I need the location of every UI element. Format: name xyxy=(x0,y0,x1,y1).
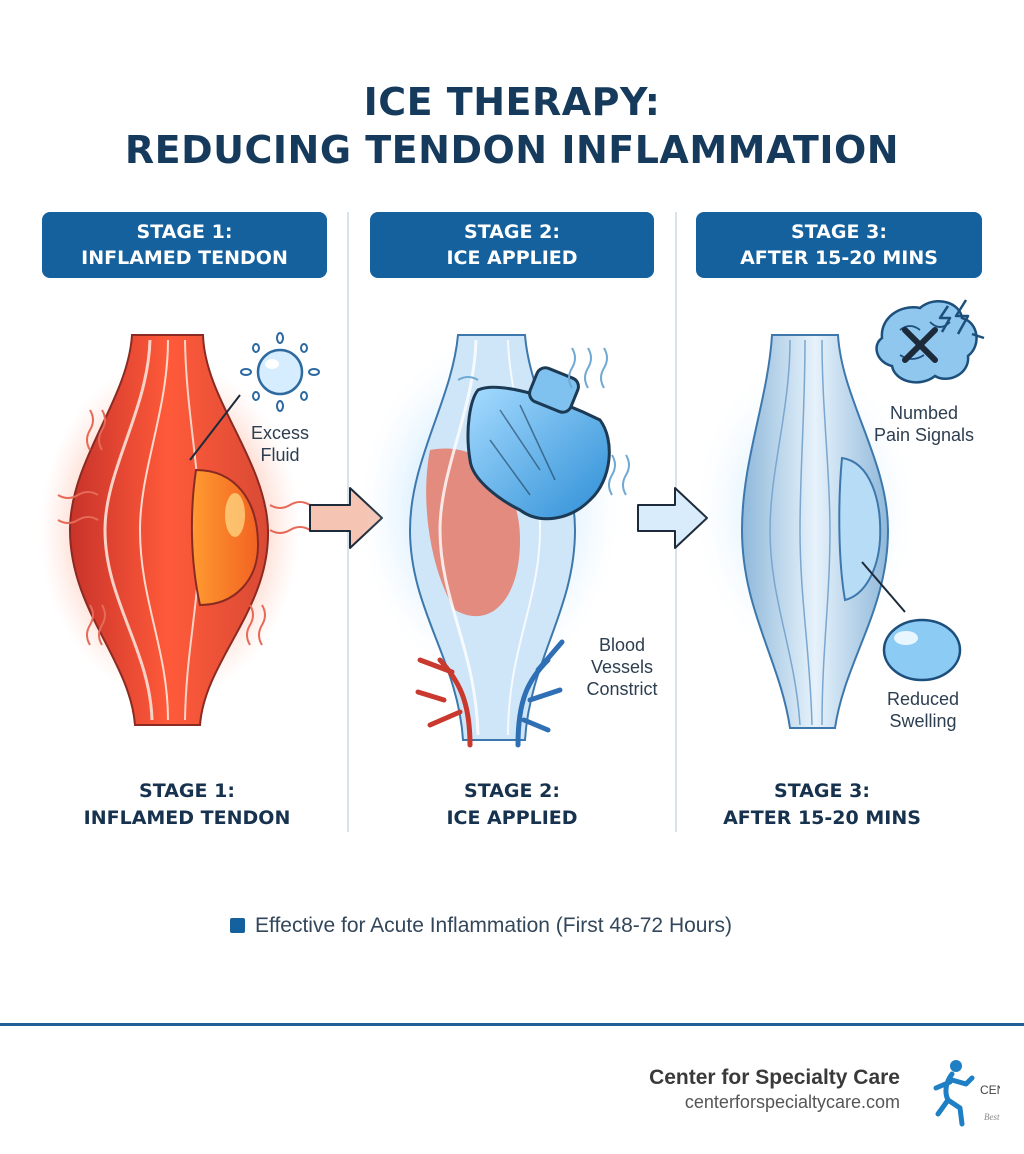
stage-3-caption-line-2: AFTER 15-20 MINS xyxy=(723,807,921,829)
stage-1-badge-line-1: STAGE 1: xyxy=(136,221,233,243)
heat-wave-icons xyxy=(57,409,311,646)
recovered-tendon xyxy=(695,334,915,729)
label-excess-fluid-line-1: Excess xyxy=(250,423,310,443)
stage-1-badge: STAGE 1: INFLAMED TENDON xyxy=(42,212,327,278)
label-blood-vessels-line-1: Blood xyxy=(598,635,646,655)
footer-divider xyxy=(0,1023,1024,1026)
title-line-1: ICE THERAPY: xyxy=(363,80,661,124)
stage-2-badge-line-1: STAGE 2: xyxy=(464,221,560,243)
stage-3-badge: STAGE 3: AFTER 15-20 MINS xyxy=(696,212,982,278)
label-numbed-pain-line-2: Pain Signals xyxy=(873,425,975,445)
arrow-right-icon xyxy=(637,487,708,549)
stage-3-badge-line-2: AFTER 15-20 MINS xyxy=(740,247,938,269)
stage-2-badge-line-2: ICE APPLIED xyxy=(446,247,578,269)
label-excess-fluid: Excess Fluid xyxy=(232,422,328,466)
stage-3-caption-line-1: STAGE 3: xyxy=(774,780,870,802)
runner-logo-icon: CEN Best xyxy=(933,1060,1000,1127)
inflamed-tendon xyxy=(40,334,311,726)
label-reduced-swelling-line-1: Reduced xyxy=(886,689,960,709)
brand-name: Center for Specialty Care xyxy=(649,1066,900,1089)
label-reduced-swelling: Reduced Swelling xyxy=(870,688,976,732)
title-line-2: REDUCING TENDON INFLAMMATION xyxy=(124,128,900,172)
label-blood-vessels-line-2: Vessels xyxy=(590,657,654,677)
brand-logo: CEN Best xyxy=(922,1054,1000,1134)
cold-wave-icons xyxy=(457,347,630,496)
label-numbed-pain: Numbed Pain Signals xyxy=(864,402,984,446)
stage-3-caption: STAGE 3: AFTER 15-20 MINS xyxy=(672,778,972,832)
brand-url[interactable]: centerforspecialtycare.com xyxy=(684,1092,900,1112)
logo-tagline: Best xyxy=(984,1112,1000,1122)
note-bullet-icon xyxy=(230,918,245,933)
lightning-icon xyxy=(938,299,985,340)
fluid-droplet-icon xyxy=(882,618,962,682)
label-reduced-swelling-line-2: Swelling xyxy=(889,711,957,731)
stage-2-caption-line-2: ICE APPLIED xyxy=(446,807,578,829)
stage-1-caption-line-2: INFLAMED TENDON xyxy=(83,807,291,829)
blood-vessels xyxy=(415,639,565,748)
label-blood-vessels: Blood Vessels Constrict xyxy=(570,634,674,700)
brain-x-icon xyxy=(875,299,978,384)
note-text: Effective for Acute Inflammation (First … xyxy=(255,914,732,937)
stage-3-badge-line-1: STAGE 3: xyxy=(791,221,887,243)
label-excess-fluid-line-2: Fluid xyxy=(260,445,300,465)
page-title: ICE THERAPY: REDUCING TENDON INFLAMMATIO… xyxy=(0,78,1024,174)
stage-1-caption-line-1: STAGE 1: xyxy=(139,780,235,802)
ice-pack-icon xyxy=(457,347,630,521)
stage-2-caption: STAGE 2: ICE APPLIED xyxy=(362,778,662,832)
label-numbed-pain-line-1: Numbed xyxy=(889,403,959,423)
stage-1-caption: STAGE 1: INFLAMED TENDON xyxy=(37,778,337,832)
stage-1-badge-line-2: INFLAMED TENDON xyxy=(81,247,288,269)
label-blood-vessels-line-3: Constrict xyxy=(586,679,658,699)
stage-2-caption-line-1: STAGE 2: xyxy=(464,780,560,802)
tendon-illustrations xyxy=(40,299,985,748)
logo-text: CEN xyxy=(980,1083,1000,1097)
sun-fluid-icon xyxy=(240,332,320,412)
acute-inflammation-note: Effective for Acute Inflammation (First … xyxy=(230,914,732,938)
stage-2-badge: STAGE 2: ICE APPLIED xyxy=(370,212,654,278)
